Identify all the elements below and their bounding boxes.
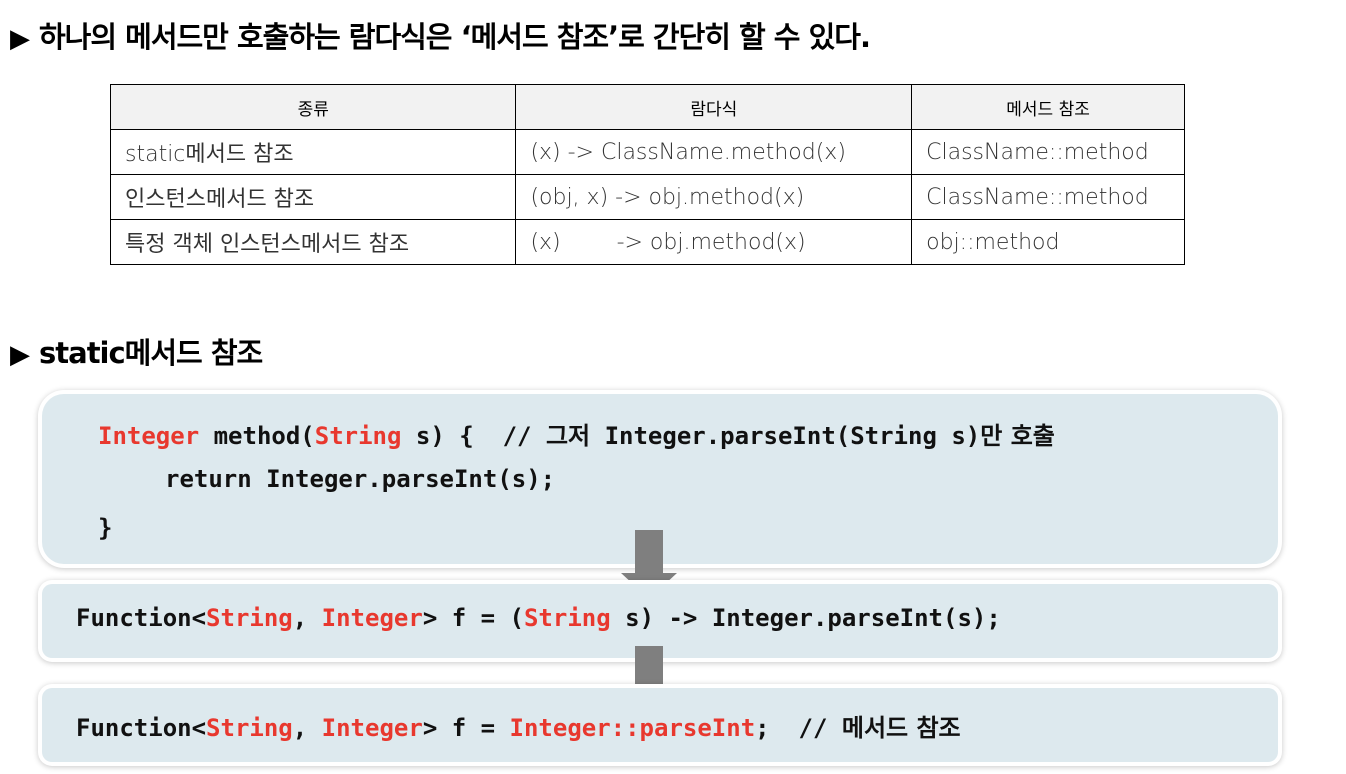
heading-method-reference: ▶ 하나의 메서드만 호출하는 람다식은 ‘메서드 참조’로 간단히 할 수 있다… bbox=[10, 14, 871, 56]
code-box-method-ref bbox=[42, 688, 1278, 762]
table-row: 인스턴스메서드 참조 (obj, x) -> obj.method(x) Cla… bbox=[109, 174, 1185, 220]
table-cell: 특정 객체 인스턴스메서드 참조 bbox=[109, 219, 517, 265]
code-line-2: return Integer.parseInt(s); bbox=[165, 465, 556, 493]
header-kind: 종류 bbox=[109, 84, 517, 130]
table-cell: 인스턴스메서드 참조 bbox=[109, 174, 517, 220]
table-cell: ClassName::method bbox=[911, 129, 1185, 175]
bullet-triangle-icon: ▶ bbox=[10, 340, 30, 370]
table-row: static메서드 참조 (x) -> ClassName.method(x) … bbox=[109, 129, 1185, 175]
table-cell: (x) -> obj.method(x) bbox=[515, 219, 913, 265]
table-cell: (x) -> ClassName.method(x) bbox=[515, 129, 913, 175]
table-cell: obj::method bbox=[911, 219, 1185, 265]
heading-text: static메서드 참조 bbox=[39, 336, 263, 370]
comparison-table: 종류 람다식 메서드 참조 static메서드 참조 (x) -> ClassN… bbox=[109, 84, 1185, 265]
bullet-triangle-icon: ▶ bbox=[10, 24, 30, 54]
code-lambda: Function<String, Integer> f = (String s)… bbox=[76, 604, 1001, 632]
table-cell: static메서드 참조 bbox=[109, 129, 517, 175]
table-row: 특정 객체 인스턴스메서드 참조 (x) -> obj.method(x) ob… bbox=[109, 219, 1185, 265]
code-method-ref: Function<String, Integer> f = Integer::p… bbox=[76, 714, 961, 742]
header-lambda: 람다식 bbox=[515, 84, 913, 130]
code-line-1: Integer method(String s) { // 그저 Integer… bbox=[98, 422, 1055, 450]
code-box-lambda bbox=[42, 584, 1278, 658]
table-cell: ClassName::method bbox=[911, 174, 1185, 220]
heading-static-method-ref: ▶ static메서드 참조 bbox=[10, 330, 263, 372]
table-cell: (obj, x) -> obj.method(x) bbox=[515, 174, 913, 220]
table-header-row: 종류 람다식 메서드 참조 bbox=[109, 84, 1185, 130]
code-line-3: } bbox=[98, 514, 113, 542]
heading-text: 하나의 메서드만 호출하는 람다식은 ‘메서드 참조’로 간단히 할 수 있다. bbox=[39, 20, 871, 54]
header-method-ref: 메서드 참조 bbox=[911, 84, 1185, 130]
